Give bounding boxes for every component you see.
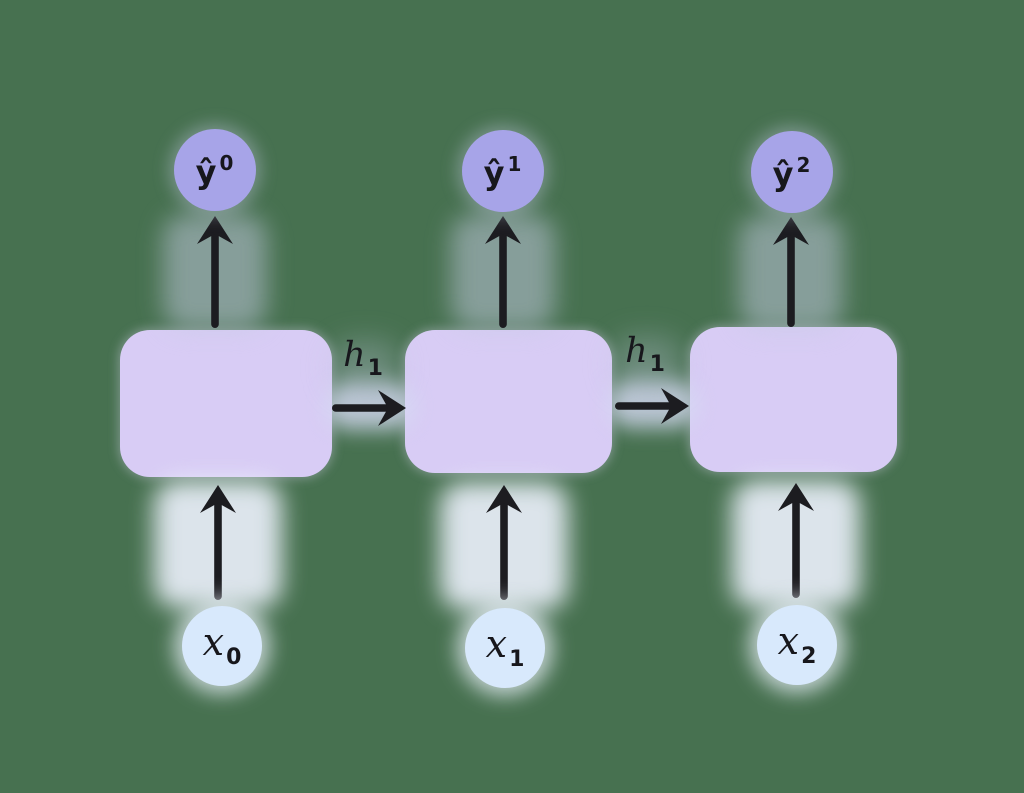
rnn-cell-3	[690, 327, 897, 472]
rnn-cell-1	[120, 330, 332, 477]
up-arrow	[483, 215, 523, 330]
input-arrow	[776, 482, 816, 600]
label-halo	[330, 340, 400, 396]
subscript: 0	[226, 645, 242, 670]
input-label: x1	[485, 622, 525, 672]
superscript: 1	[507, 151, 523, 176]
input-label: x0	[202, 620, 242, 670]
up-arrow	[771, 216, 811, 329]
input-arrow	[198, 484, 238, 602]
superscript: 0	[219, 150, 235, 175]
input-label: x2	[777, 619, 817, 669]
input-arrow	[484, 484, 524, 602]
subscript: 1	[509, 647, 525, 672]
rnn-cell-2	[405, 330, 612, 473]
hidden-state-arrow	[331, 388, 407, 428]
hidden-state-label: h1	[343, 335, 383, 381]
input-node-x2: x2	[757, 605, 837, 685]
label-halo	[612, 336, 682, 392]
subscript: 1	[367, 356, 383, 381]
superscript: 2	[796, 152, 812, 177]
hidden-state-label: h1	[625, 331, 665, 377]
subscript: 1	[649, 352, 665, 377]
input-node-x0: x0	[182, 606, 262, 686]
hidden-state-arrow	[614, 386, 690, 426]
input-node-x1: x1	[465, 608, 545, 688]
up-arrow	[195, 215, 235, 330]
subscript: 2	[801, 644, 817, 669]
